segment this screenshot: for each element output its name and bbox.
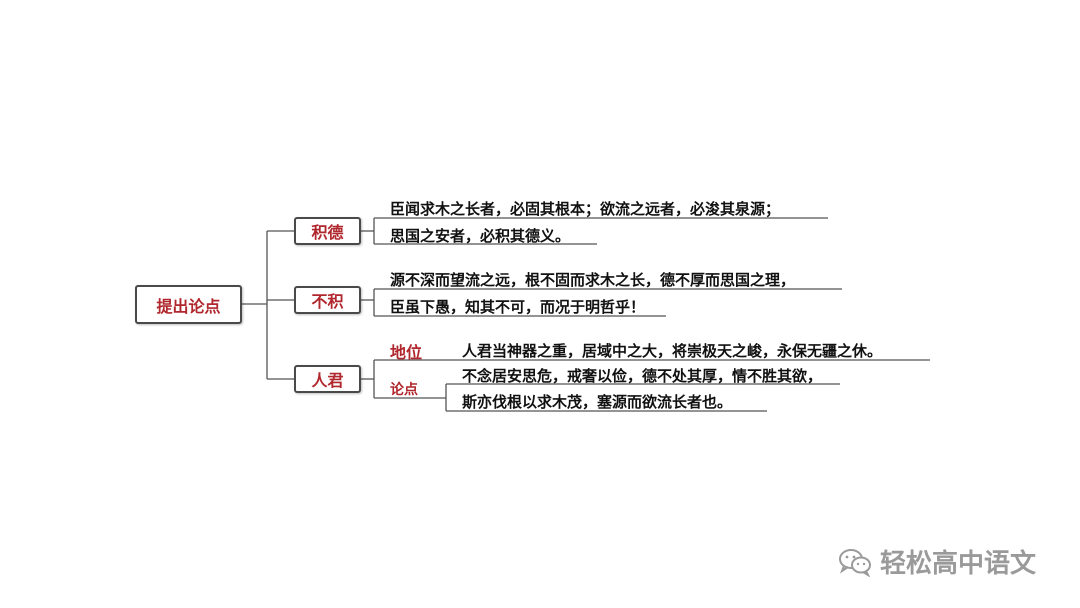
leaf-text: 不念居安思危，戒奢以俭，德不处其厚，情不胜其欲， <box>462 367 823 385</box>
leaf-text: 斯亦伐根以求木茂，塞源而欲流长者也。 <box>462 393 733 411</box>
sub-label-position: 地位 <box>390 343 423 362</box>
leaf-text: 源不深而望流之远，根不固而求木之长，德不厚而思国之理， <box>390 271 796 289</box>
branch-node-buji: 不积 <box>294 286 361 314</box>
watermark: 轻松高中语文 <box>838 543 1036 580</box>
branch-label: 积德 <box>311 223 344 242</box>
leaf-text: 臣闻求木之长者，必固其根本；欲流之远者，必浚其泉源； <box>390 200 781 218</box>
branch-label: 人君 <box>311 371 344 390</box>
wechat-icon <box>839 548 871 577</box>
root-label: 提出论点 <box>156 296 221 316</box>
root-node: 提出论点 <box>135 285 242 324</box>
leaf-text: 臣虽下愚，知其不可，而况于明哲乎！ <box>390 298 646 316</box>
leaf-text: 人君当神器之重，居域中之大，将崇极天之峻，永保无疆之休。 <box>462 342 883 360</box>
watermark-text: 轻松高中语文 <box>880 549 1037 579</box>
branch-node-jide: 积德 <box>294 217 361 245</box>
leaf-text: 思国之安者，必积其德义。 <box>390 227 571 245</box>
branch-label: 不积 <box>311 292 344 311</box>
sub-label-argument: 论点 <box>390 382 418 398</box>
branch-node-renjun: 人君 <box>294 365 361 393</box>
